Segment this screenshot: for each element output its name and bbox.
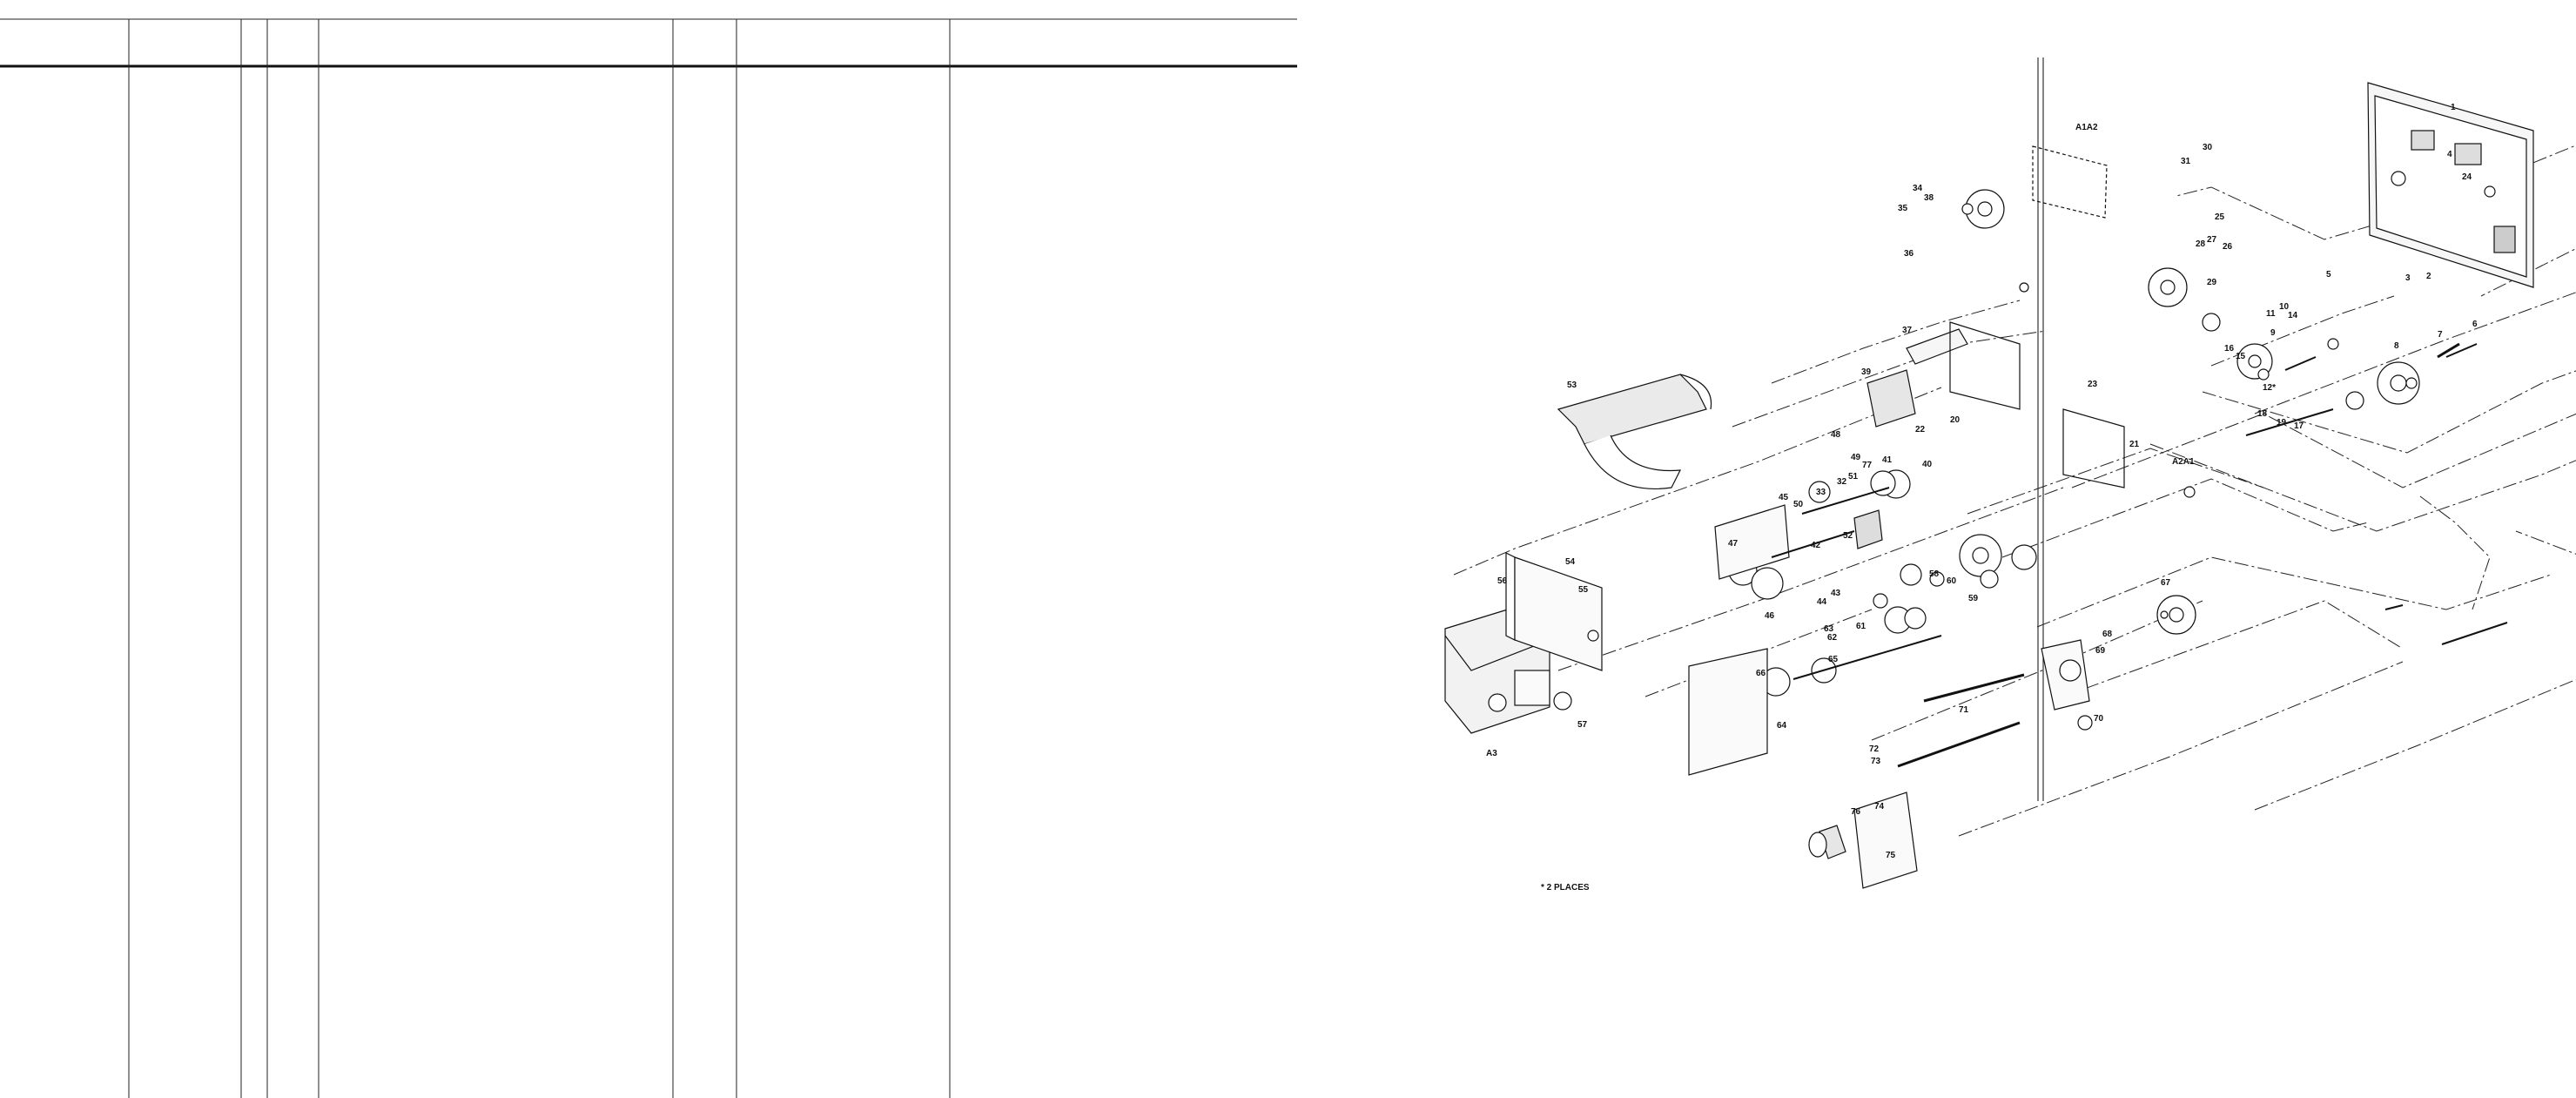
callout-73: 73 xyxy=(1871,757,1881,766)
callout-53: 53 xyxy=(1567,381,1577,390)
callout-2: 2 xyxy=(2426,272,2431,281)
callout-26: 26 xyxy=(2223,242,2233,252)
callout-39: 39 xyxy=(1861,367,1872,377)
callout-22: 22 xyxy=(1915,425,1926,434)
label-a2a1: A2A1 xyxy=(2172,457,2195,467)
callout-5: 5 xyxy=(2326,270,2331,280)
callout-38: 38 xyxy=(1924,193,1934,203)
callout-55: 55 xyxy=(1578,585,1589,595)
callout-3: 3 xyxy=(2405,273,2411,283)
callout-30: 30 xyxy=(2203,143,2213,152)
diagram-canvas: 123456789101112*141516171819202122232425… xyxy=(1444,57,2576,893)
callout-18: 18 xyxy=(2257,409,2268,419)
callout-36: 36 xyxy=(1904,249,1914,259)
footnote-two-places: * 2 PLACES xyxy=(1541,883,1590,893)
callout-67: 67 xyxy=(2161,578,2171,588)
callout-65: 65 xyxy=(1828,655,1839,664)
callout-50: 50 xyxy=(1793,500,1804,509)
callout-25: 25 xyxy=(2215,212,2225,222)
callout-6: 6 xyxy=(2472,320,2478,329)
callout-19: 19 xyxy=(2277,418,2287,428)
callout-20: 20 xyxy=(1950,415,1961,425)
callout-9: 9 xyxy=(2270,328,2276,338)
parts-list-table xyxy=(0,18,1297,1098)
callout-12-star: 12* xyxy=(2263,383,2276,393)
callout-1: 1 xyxy=(2451,103,2456,112)
callout-54: 54 xyxy=(1565,557,1576,567)
callout-37: 37 xyxy=(1902,326,1913,335)
callout-76: 76 xyxy=(1851,807,1861,817)
callout-52: 52 xyxy=(1843,531,1853,541)
callout-72: 72 xyxy=(1869,744,1880,754)
callout-42: 42 xyxy=(1811,541,1821,550)
callout-4: 4 xyxy=(2447,150,2452,159)
callout-59: 59 xyxy=(1968,594,1979,603)
callout-23: 23 xyxy=(2088,380,2098,389)
callout-47: 47 xyxy=(1728,539,1739,549)
callout-57: 57 xyxy=(1577,720,1588,730)
callout-41: 41 xyxy=(1882,455,1893,465)
callout-46: 46 xyxy=(1765,611,1775,621)
callout-28: 28 xyxy=(2196,239,2206,249)
callout-74: 74 xyxy=(1874,802,1885,812)
callout-43: 43 xyxy=(1831,589,1841,598)
callout-64: 64 xyxy=(1777,721,1787,731)
callout-51: 51 xyxy=(1848,472,1859,482)
callout-44: 44 xyxy=(1817,597,1827,607)
callout-75: 75 xyxy=(1886,851,1896,860)
callout-61: 61 xyxy=(1856,622,1866,631)
callout-48: 48 xyxy=(1831,430,1841,440)
callout-7: 7 xyxy=(2438,330,2443,340)
callout-62: 62 xyxy=(1827,633,1838,643)
vertical-rails xyxy=(2037,57,2044,801)
callout-60: 60 xyxy=(1947,576,1957,586)
callout-40: 40 xyxy=(1922,460,1933,469)
callout-68: 68 xyxy=(2102,630,2113,639)
callout-11: 11 xyxy=(2266,309,2276,319)
label-a1a2: A1A2 xyxy=(2075,123,2098,132)
callout-numbers: 123456789101112*141516171819202122232425… xyxy=(1497,103,2478,860)
callout-16: 16 xyxy=(2224,344,2235,354)
callout-66: 66 xyxy=(1756,669,1766,678)
callout-10: 10 xyxy=(2279,302,2290,312)
label-a3: A3 xyxy=(1486,749,1497,758)
callout-56: 56 xyxy=(1497,576,1508,586)
callout-21: 21 xyxy=(2129,440,2140,449)
callout-15: 15 xyxy=(2236,352,2246,361)
callout-71: 71 xyxy=(1959,705,1969,715)
callout-33: 33 xyxy=(1816,488,1826,497)
part-shapes xyxy=(1444,82,2534,889)
column-dividers xyxy=(128,19,951,1098)
callout-8: 8 xyxy=(2394,341,2399,351)
callout-31: 31 xyxy=(2181,157,2191,166)
callout-17: 17 xyxy=(2294,421,2304,431)
callout-14: 14 xyxy=(2288,311,2298,320)
callout-70: 70 xyxy=(2094,714,2104,724)
callout-63: 63 xyxy=(1824,624,1834,634)
callout-32: 32 xyxy=(1837,477,1847,487)
callout-77: 77 xyxy=(1862,461,1873,470)
callout-34: 34 xyxy=(1913,184,1923,193)
callout-49: 49 xyxy=(1851,453,1861,462)
callout-58: 58 xyxy=(1929,569,1940,579)
callout-35: 35 xyxy=(1898,204,1908,213)
callout-45: 45 xyxy=(1779,493,1789,502)
callout-24: 24 xyxy=(2462,172,2472,182)
callout-69: 69 xyxy=(2095,646,2106,656)
callout-29: 29 xyxy=(2207,278,2217,287)
table-grid xyxy=(0,18,1297,1098)
callout-27: 27 xyxy=(2207,235,2217,245)
